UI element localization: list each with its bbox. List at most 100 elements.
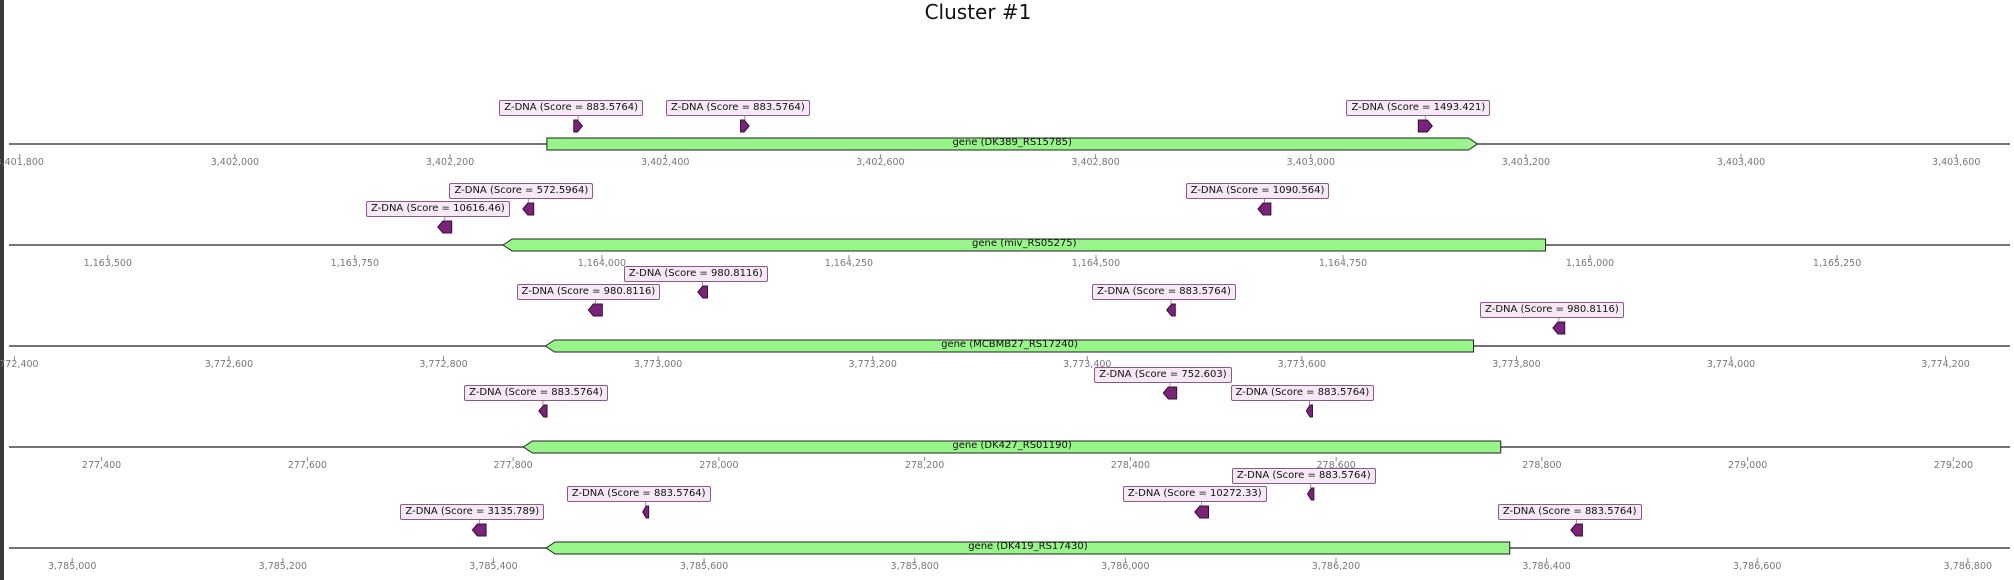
tick-label: 278,000 xyxy=(699,460,739,471)
zdna-feature-arrow xyxy=(740,119,750,133)
zdna-feature-label: Z-DNA (Score = 572.5964) xyxy=(449,183,594,199)
tick-label: 3,774,000 xyxy=(1706,359,1756,370)
gene-label: gene (DK419_RS17430) xyxy=(968,541,1088,552)
zdna-feature-arrow xyxy=(1417,119,1433,133)
tick-label: 1,163,750 xyxy=(330,258,380,269)
tick-label: 1,164,000 xyxy=(577,258,627,269)
gene-arrow xyxy=(545,541,1511,555)
tick-label: 3,785,400 xyxy=(469,561,518,572)
tick-label: 3,773,200 xyxy=(848,359,897,370)
gene-arrow xyxy=(546,137,1479,151)
tick-label: 3,402,200 xyxy=(425,157,475,168)
zdna-feature-label: Z-DNA (Score = 883.5764) xyxy=(566,486,711,502)
zdna-feature-label: Z-DNA (Score = 752.603) xyxy=(1094,367,1232,383)
tick-label: 278,600 xyxy=(1316,460,1356,471)
tick-label: 3,786,200 xyxy=(1311,561,1361,572)
zdna-feature-label: Z-DNA (Score = 883.5764) xyxy=(1230,385,1375,401)
tick-label: 3,773,600 xyxy=(1277,359,1327,370)
tick-label: 3,786,600 xyxy=(1733,561,1782,572)
tick-label: 3,403,600 xyxy=(1932,157,1981,168)
zdna-feature-arrow xyxy=(538,404,548,418)
zdna-feature-label: Z-DNA (Score = 883.5764) xyxy=(1092,284,1236,300)
tick-label: 3,772,800 xyxy=(419,359,468,370)
tick-label: 277,600 xyxy=(287,460,327,471)
tick-label: 1,165,250 xyxy=(1812,258,1862,269)
tick-label: 3,402,000 xyxy=(210,157,260,168)
zdna-feature-label: Z-DNA (Score = 980.8116) xyxy=(1480,302,1624,318)
zdna-feature-label: Z-DNA (Score = 980.8116) xyxy=(516,284,661,300)
zdna-feature-arrow xyxy=(1194,505,1210,519)
gene-label: gene (miv_RS05275) xyxy=(972,238,1077,249)
window-left-edge xyxy=(0,0,4,580)
tick-label: 277,400 xyxy=(81,460,122,471)
zdna-feature-label: Z-DNA (Score = 3135.789) xyxy=(400,504,545,520)
tick-label: 3,403,400 xyxy=(1716,157,1766,168)
tick-label: 3,786,000 xyxy=(1101,561,1150,572)
tick-label: 3,773,000 xyxy=(633,359,683,370)
zdna-feature-label: Z-DNA (Score = 883.5764) xyxy=(464,385,608,401)
zdna-feature-arrow xyxy=(471,523,487,537)
zdna-feature-arrow xyxy=(437,220,453,234)
tick-label: 278,200 xyxy=(904,460,945,471)
zdna-feature-label: Z-DNA (Score = 883.5764) xyxy=(1497,504,1642,520)
tick-label: 3,774,200 xyxy=(1921,359,1970,370)
zdna-feature-label: Z-DNA (Score = 1090.564) xyxy=(1185,183,1330,199)
tick-label: 279,200 xyxy=(1933,460,1974,471)
gene-label: gene (DK389_RS15785) xyxy=(952,137,1072,148)
tick-label: 1,164,250 xyxy=(824,258,874,269)
tick-label: 3,402,600 xyxy=(856,157,905,168)
tick-label: 278,800 xyxy=(1522,460,1562,471)
tick-label: 3,786,400 xyxy=(1522,561,1571,572)
tick-label: 3,402,800 xyxy=(1071,157,1120,168)
zdna-feature-label: Z-DNA (Score = 883.5764) xyxy=(499,100,644,116)
tick-label: 3,403,000 xyxy=(1286,157,1335,168)
tick-label: 3,401,800 xyxy=(0,157,44,168)
tick-label: 3,773,400 xyxy=(1063,359,1112,370)
zdna-feature-arrow xyxy=(587,303,603,317)
zdna-feature-arrow xyxy=(1162,386,1178,400)
tick-label: 3,786,800 xyxy=(1943,561,1993,572)
tick-label: 3,785,800 xyxy=(890,561,939,572)
tick-label: 279,000 xyxy=(1728,460,1768,471)
zdna-feature-arrow xyxy=(1257,202,1272,216)
zdna-feature-arrow xyxy=(1306,487,1315,501)
tick-label: 3,785,000 xyxy=(48,561,97,572)
tick-label: 1,164,500 xyxy=(1071,258,1121,269)
zdna-feature-label: Z-DNA (Score = 883.5764) xyxy=(666,100,810,116)
zdna-feature-label: Z-DNA (Score = 883.5764) xyxy=(1231,468,1376,484)
gene-label: gene (MCBMB27_RS17240) xyxy=(941,339,1078,350)
tick-label: 1,164,750 xyxy=(1318,258,1368,269)
gene-label: gene (DK427_RS01190) xyxy=(952,440,1072,451)
tick-label: 3,403,200 xyxy=(1501,157,1551,168)
tick-label: 3,772,600 xyxy=(204,359,254,370)
zdna-feature-arrow xyxy=(642,505,650,519)
zdna-feature-arrow xyxy=(1552,321,1566,335)
tick-label: 3,772,400 xyxy=(0,359,39,370)
zdna-feature-label: Z-DNA (Score = 10616.46) xyxy=(365,201,510,217)
zdna-feature-arrow xyxy=(522,202,535,216)
tick-label: 278,400 xyxy=(1110,460,1151,471)
zdna-feature-label: Z-DNA (Score = 980.8116) xyxy=(623,266,768,282)
gene-arrow xyxy=(544,339,1475,353)
tick-label: 3,402,400 xyxy=(641,157,690,168)
tick-label: 3,773,800 xyxy=(1492,359,1541,370)
zdna-feature-label: Z-DNA (Score = 1493.421) xyxy=(1346,100,1491,116)
tick-label: 1,165,000 xyxy=(1565,258,1615,269)
gene-arrow xyxy=(522,440,1502,454)
zdna-feature-arrow xyxy=(1305,404,1313,418)
tick-label: 1,163,500 xyxy=(83,258,132,269)
page-title: Cluster #1 xyxy=(924,0,1032,24)
tick-label: 3,785,600 xyxy=(679,561,729,572)
zdna-feature-arrow xyxy=(697,285,708,299)
tick-label: 3,785,200 xyxy=(258,561,307,572)
